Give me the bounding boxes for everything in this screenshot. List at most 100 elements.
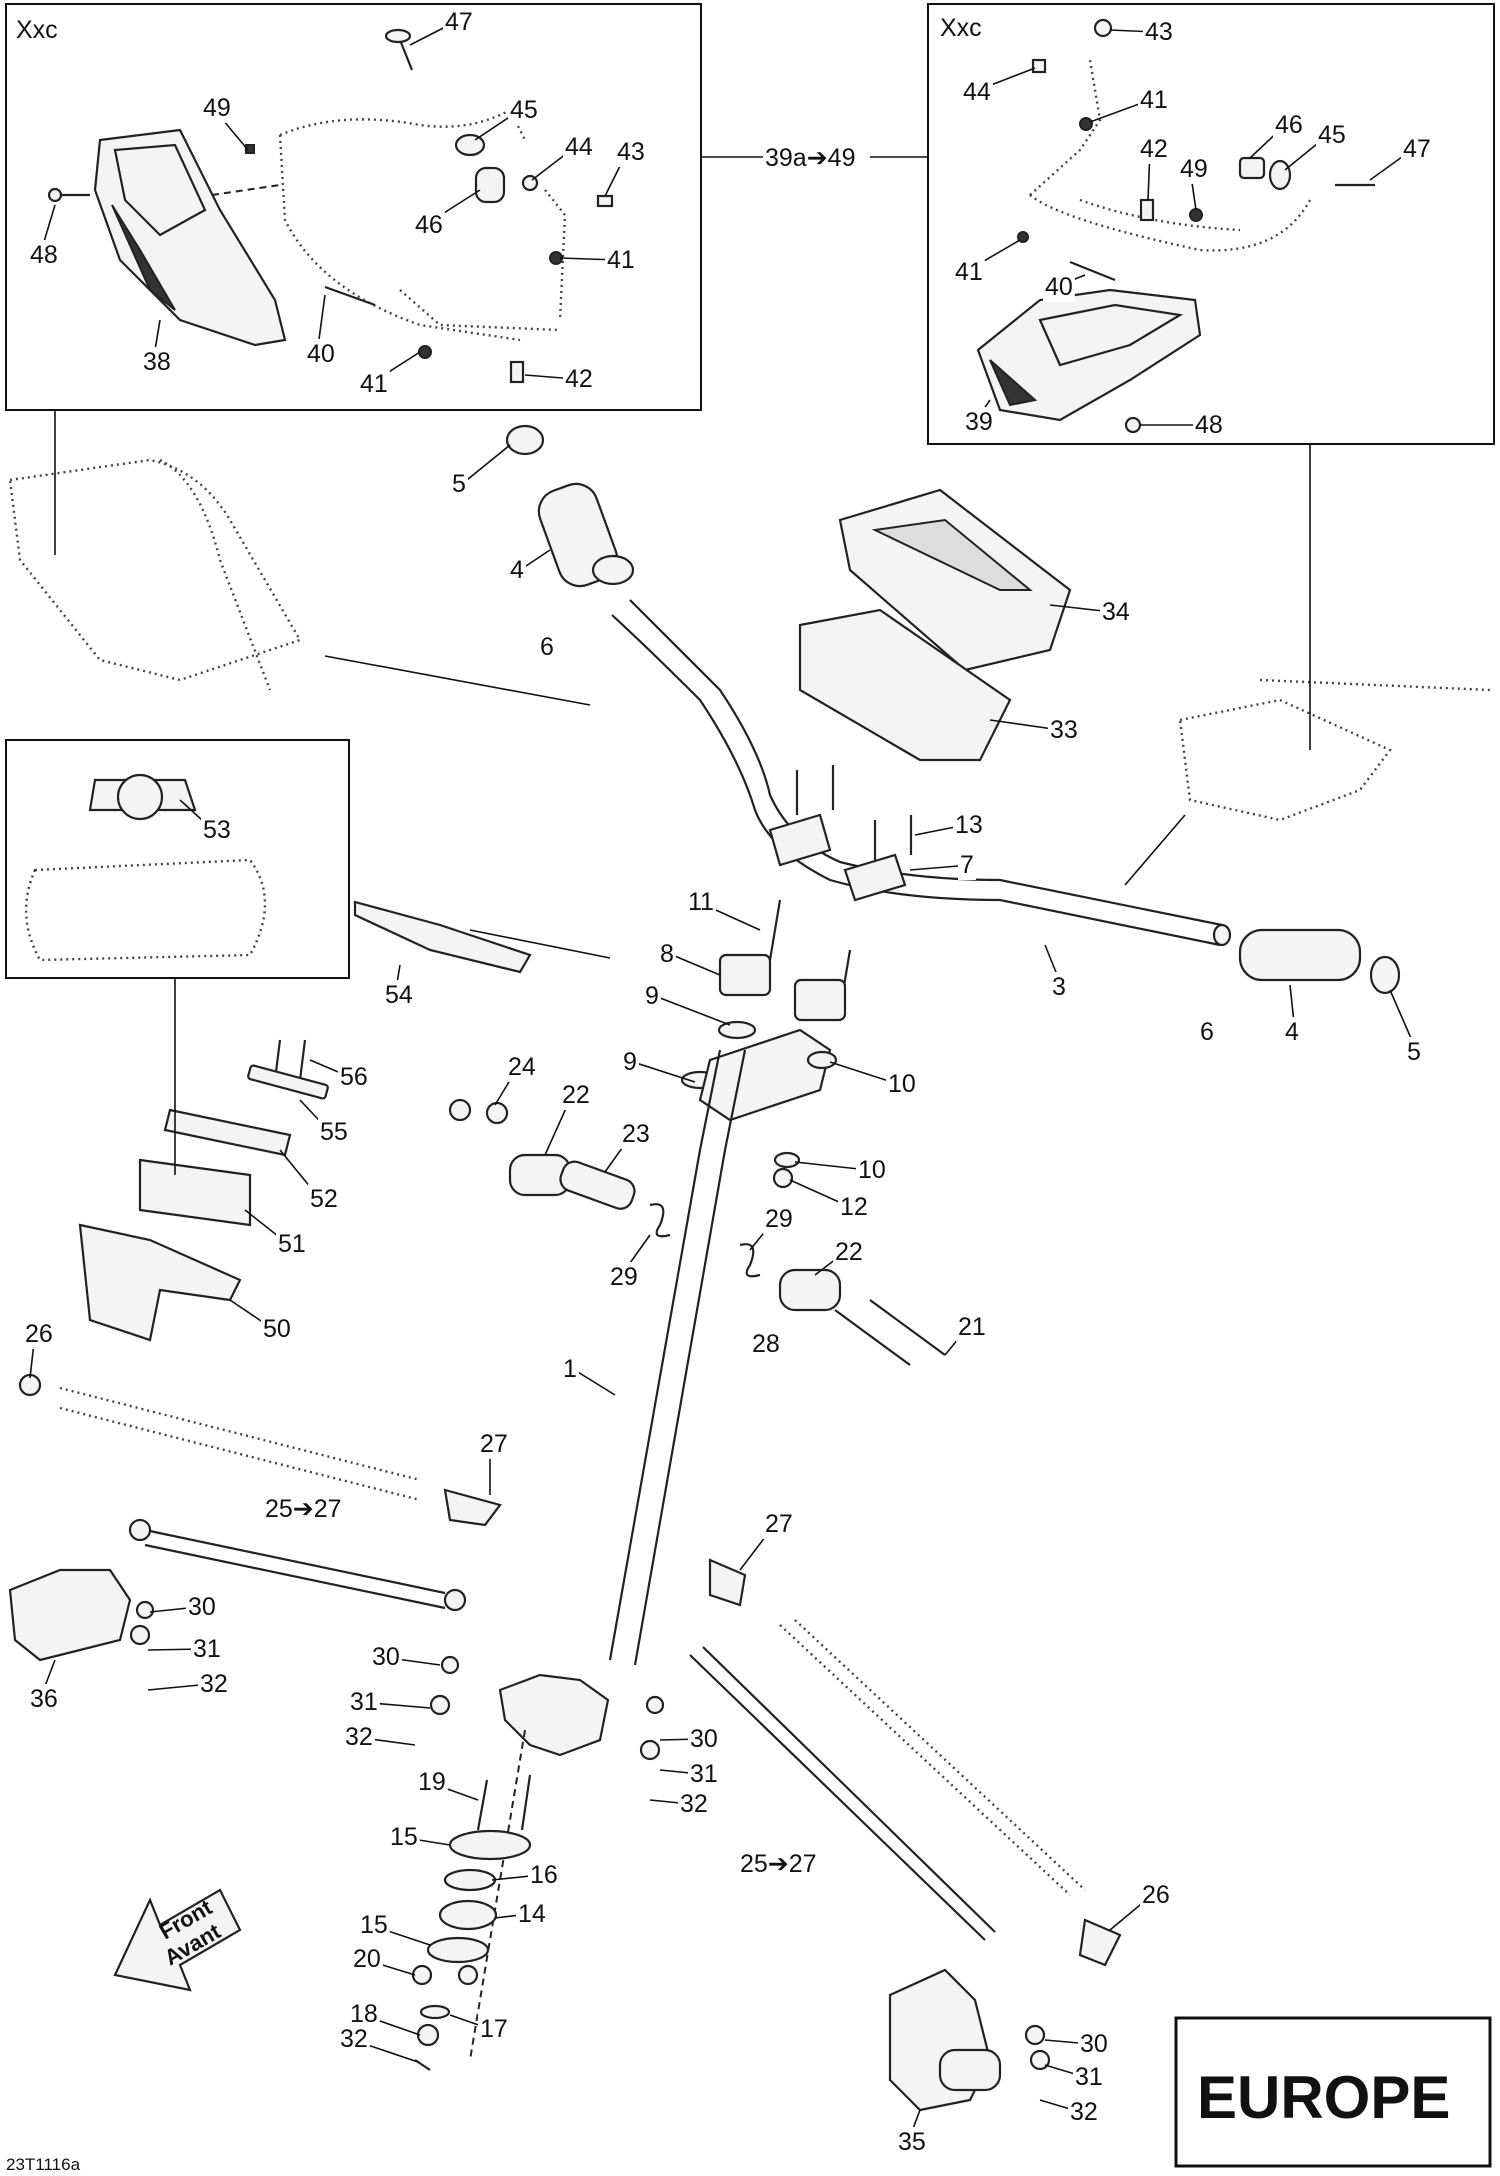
callout-backing (608, 1262, 640, 1292)
region-badge-box (1174, 2016, 1492, 2168)
callout-m53: 53 (203, 816, 231, 844)
callout-backing (1198, 1017, 1216, 1047)
end-cap-5-right (1369, 955, 1401, 995)
callout-backing (383, 980, 415, 1010)
arrow-to-right-end (1124, 814, 1186, 886)
callout-backing (605, 245, 637, 275)
callout-backing (508, 555, 526, 585)
callout-l44: 44 (565, 133, 593, 161)
callout-m8: 8 (660, 940, 674, 968)
callout-backing (351, 1944, 383, 1974)
callout-l43: 43 (617, 138, 645, 166)
callout-backing (833, 1237, 865, 1267)
callout-m22b: 22 (835, 1238, 863, 1266)
seal-16 (443, 1868, 497, 1892)
callout-backing (508, 95, 540, 125)
spacer-46-right (1238, 156, 1266, 180)
handguard-38 (93, 128, 287, 347)
callout-backing (338, 2024, 370, 2054)
callout-backing (1048, 715, 1080, 745)
callout-m3: 3 (1052, 973, 1066, 1001)
callout-backing (963, 407, 995, 437)
callout-backing (186, 1592, 218, 1622)
screw-48-right (1124, 416, 1142, 434)
callout-backing (263, 1494, 344, 1524)
tie-rod-upper-left-dotted (18, 1373, 421, 1502)
module-51 (138, 1158, 252, 1227)
callout-backing (953, 257, 985, 287)
callout-r49: 49 (1180, 155, 1208, 183)
callout-m32a: 32 (200, 1670, 228, 1698)
callout-backing (958, 850, 976, 880)
callout-backing (1401, 134, 1433, 164)
nut-41b (418, 345, 432, 359)
bolt-43-right (1093, 18, 1113, 38)
callout-backing (886, 1069, 918, 1099)
callout-backing (516, 1899, 548, 1929)
bolt-40 (324, 285, 376, 307)
callout-l38: 38 (143, 348, 171, 376)
callout-m30d: 30 (1080, 2030, 1108, 2058)
handguard-39 (976, 288, 1202, 422)
callout-m19: 19 (418, 1768, 446, 1796)
callout-l46: 46 (415, 211, 443, 239)
front-direction-arrow: Front Avant (113, 1888, 242, 1992)
callout-l41b: 41 (360, 370, 388, 398)
gauge-53 (88, 773, 197, 821)
callout-r44: 44 (963, 78, 991, 106)
inset-left-frame (5, 3, 702, 411)
callout-m13: 13 (955, 811, 983, 839)
inset-left-title: Xxc (16, 16, 58, 44)
grip-4-right (1238, 928, 1362, 982)
spacer-46 (474, 166, 506, 204)
callout-m32b: 32 (345, 1723, 373, 1751)
callout-backing (1405, 1037, 1423, 1067)
bolt-42 (509, 360, 525, 384)
callout-backing (443, 7, 475, 37)
callout-backing (686, 887, 716, 917)
callout-m52: 52 (310, 1185, 338, 1213)
callout-m16: 16 (530, 1861, 558, 1889)
callout-backing (191, 1634, 223, 1664)
bolt-43 (596, 194, 614, 208)
callout-backing (1283, 1017, 1301, 1047)
callout-backing (308, 1184, 340, 1214)
callout-r41a: 41 (1140, 86, 1168, 114)
callout-m25b: 25➔27 (740, 1850, 817, 1878)
callout-m21: 21 (958, 1313, 986, 1341)
callout-backing (141, 347, 173, 377)
callout-l39a49: 39a➔49 (765, 144, 855, 172)
callout-backing (388, 1822, 420, 1852)
handguard-bracket-left (278, 108, 567, 342)
nut-41-right-b (1017, 231, 1029, 243)
callout-m22a: 22 (562, 1081, 590, 1109)
callout-backing (413, 210, 445, 240)
callout-r41b: 41 (955, 258, 983, 286)
callout-backing (358, 1910, 390, 1940)
callout-backing (643, 981, 661, 1011)
bolt-42-right (1139, 198, 1155, 222)
inset-right-frame (927, 3, 1495, 445)
callout-backing (738, 1849, 819, 1879)
bearing-15-lower (426, 1936, 490, 1964)
overview-right-handguard (1178, 678, 1491, 822)
nut-18 (416, 2023, 440, 2047)
bracket-54 (353, 900, 532, 974)
callout-backing (1138, 85, 1170, 115)
callout-backing (615, 137, 647, 167)
callout-backing (198, 1669, 230, 1699)
callout-l48: 48 (30, 241, 58, 269)
callout-backing (1138, 134, 1170, 164)
bushing-22-lower (778, 1268, 842, 1312)
clamp-7 (768, 813, 907, 902)
callout-m29b: 29 (610, 1263, 638, 1291)
hardware-30-32 (129, 1600, 1051, 2071)
callout-m56: 56 (340, 1063, 368, 1091)
callout-backing (28, 240, 60, 270)
callout-backing (1273, 110, 1305, 140)
callout-m17: 17 (480, 2015, 508, 2043)
callout-r40: 40 (1045, 273, 1073, 301)
callout-l40: 40 (307, 340, 335, 368)
callout-backing (343, 1722, 375, 1752)
axis-left-inset (211, 184, 281, 196)
